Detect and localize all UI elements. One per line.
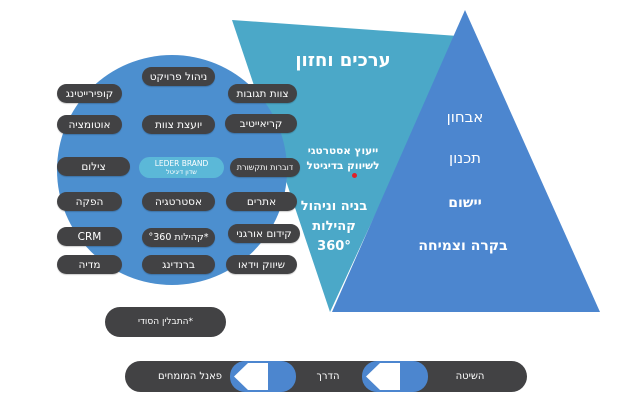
brand-name: LEDER BRAND — [154, 158, 209, 168]
pill-organic-promotion[interactable]: קידום אורגני — [228, 224, 300, 243]
nav-expert-panel[interactable]: פאנל המומחים — [157, 371, 223, 382]
pill-pr[interactable]: דוברות ותקשורת — [230, 158, 300, 177]
community-line-2: קהילות — [312, 219, 356, 234]
secret-spice-button[interactable]: *התבלין הסודי — [105, 307, 226, 337]
pill-websites[interactable]: אתרים — [226, 192, 297, 211]
pill-media[interactable]: מדיה — [57, 255, 122, 274]
pill-crm[interactable]: CRM — [57, 227, 122, 246]
nav-bar — [125, 361, 527, 392]
values-title: ערכים וחזון — [295, 50, 391, 71]
pill-video-marketing[interactable]: שיווק וידאו — [226, 255, 297, 274]
pill-copywriting[interactable]: קופירייטינג — [57, 84, 122, 103]
left-arrow-icon[interactable] — [230, 361, 296, 392]
community-line-1: בניה וניהול — [300, 199, 368, 214]
pill-strategy[interactable]: אסטרטגיה — [142, 192, 215, 211]
step-control-growth: בקרה וצמיחה — [418, 238, 508, 254]
red-dot — [352, 173, 357, 178]
nav-method[interactable]: השיטה — [455, 371, 485, 382]
consult-line-2: לשיווק בדיגיטל — [306, 160, 380, 172]
nav-path[interactable]: הדרך — [316, 371, 340, 382]
community-line-3: 360° — [317, 239, 351, 254]
brand-subtitle: שדון דיגיטל — [166, 167, 197, 176]
pill-production[interactable]: הפקה — [57, 192, 122, 211]
pill-creative[interactable]: קריאייטיב — [225, 114, 297, 133]
pill-automation[interactable]: אוטומציה — [57, 115, 122, 134]
brand-badge: LEDER BRAND שדון דיגיטל — [139, 157, 224, 178]
consult-line-1: ייעוץ אסטרטגי — [307, 145, 379, 157]
step-diagnosis: אבחון — [446, 108, 484, 126]
step-implementation: יישום — [448, 195, 482, 211]
method-triangle-shape — [332, 10, 600, 312]
pill-communities-360[interactable]: *קהילות °360 — [142, 228, 215, 247]
left-arrow-icon[interactable] — [362, 361, 428, 392]
pill-response-team[interactable]: צוות תגובות — [228, 84, 297, 103]
pill-branding[interactable]: ברנדינג — [142, 255, 215, 274]
pill-project-management[interactable]: ניהול פרויקט — [142, 67, 215, 86]
pill-photography[interactable]: צילום — [57, 157, 130, 176]
pill-team-advisor[interactable]: יועצת צוות — [142, 115, 215, 134]
step-planning: תכנון — [449, 149, 481, 167]
